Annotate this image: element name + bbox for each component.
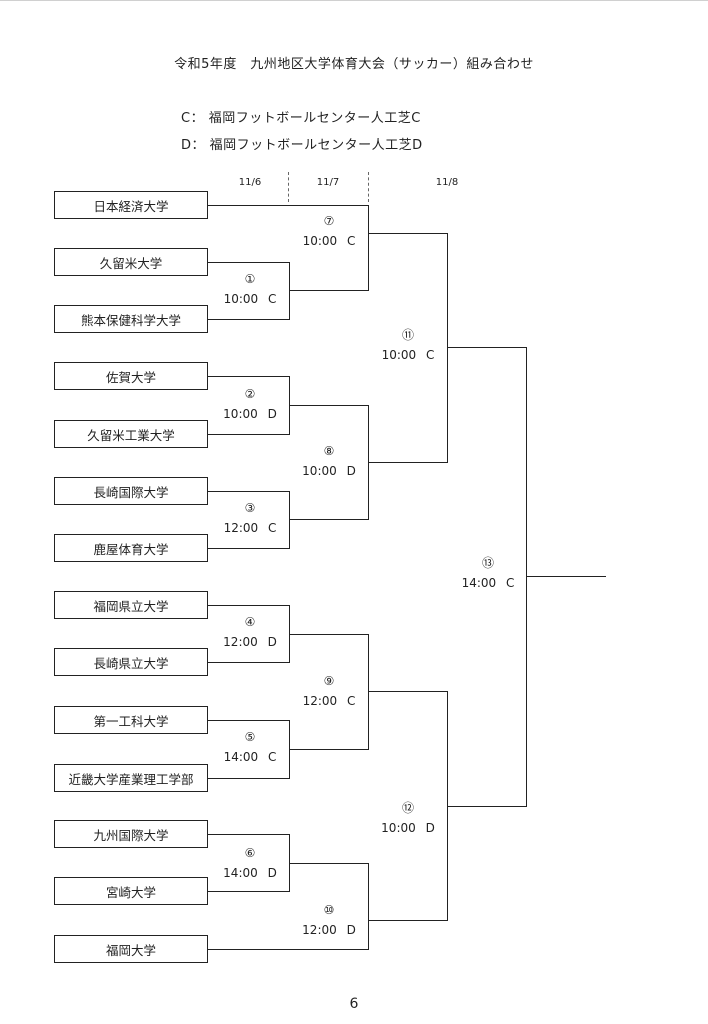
- match-label: ⑨ 12:00 C: [284, 671, 374, 711]
- match-time-venue: 10:00 D: [381, 821, 435, 835]
- bracket-line: [368, 920, 447, 922]
- bracket-line: [208, 434, 289, 436]
- match-label: ⑧ 10:00 D: [284, 441, 374, 481]
- bracket-line: [208, 605, 289, 607]
- team-box: 第一工科大学: [54, 706, 208, 734]
- bracket-line: [208, 778, 289, 780]
- date-day2: 11/7: [316, 177, 340, 188]
- bracket-line: [208, 262, 289, 264]
- venue-c-legend: C： 福岡フットボールセンター人工芝C: [181, 111, 421, 126]
- team-box: 福岡大学: [54, 935, 208, 963]
- match-time-venue: 10:00 D: [302, 464, 356, 478]
- team-box: 久留米大学: [54, 248, 208, 276]
- bracket-line: [289, 405, 368, 407]
- match-label: ⑩ 12:00 D: [284, 900, 374, 940]
- match-time-venue: 10:00 C: [381, 348, 435, 362]
- team-box: 福岡県立大学: [54, 591, 208, 619]
- match-time-venue: 10:00 C: [302, 234, 356, 248]
- bracket-line: [447, 806, 526, 808]
- date-day1: 11/6: [238, 177, 262, 188]
- match-time-venue: 12:00 D: [223, 635, 277, 649]
- venue-d-legend: D： 福岡フットボールセンター人工芝D: [181, 138, 423, 153]
- match-time-venue: 10:00 C: [223, 292, 277, 306]
- bracket-line: [289, 749, 368, 751]
- match-number: ⑬: [481, 556, 494, 570]
- team-box: 九州国際大学: [54, 820, 208, 848]
- match-label: ④ 12:00 D: [205, 612, 295, 652]
- bracket-line: [208, 548, 289, 550]
- team-box: 佐賀大学: [54, 362, 208, 390]
- bracket-line: [447, 347, 526, 349]
- match-time-venue: 12:00 C: [223, 521, 277, 535]
- bracket-line: [208, 491, 289, 493]
- bracket-line: [208, 319, 289, 321]
- match-number: ⑤: [244, 730, 256, 744]
- match-label: ⑦ 10:00 C: [284, 211, 374, 251]
- match-label: ③ 12:00 C: [205, 498, 295, 538]
- match-number: ⑦: [323, 214, 335, 228]
- bracket-line: [208, 205, 368, 207]
- match-number: ③: [244, 501, 256, 515]
- match-label-final: ⑬ 14:00 C: [443, 553, 533, 593]
- match-number: ⑫: [401, 801, 414, 815]
- bracket-line: [526, 576, 606, 578]
- team-box: 日本経済大学: [54, 191, 208, 219]
- match-label: ① 10:00 C: [205, 269, 295, 309]
- bracket-line: [289, 519, 368, 521]
- match-number: ②: [244, 387, 256, 401]
- team-box: 近畿大学産業理工学部: [54, 764, 208, 792]
- match-label: ⑤ 14:00 C: [205, 727, 295, 767]
- match-number: ⑥: [244, 846, 256, 860]
- match-label: ② 10:00 D: [205, 384, 295, 424]
- bracket-line: [208, 834, 289, 836]
- date-day3: 11/8: [435, 177, 459, 188]
- match-number: ⑪: [401, 328, 414, 342]
- match-time-venue: 14:00 D: [223, 866, 277, 880]
- bracket-line: [208, 720, 289, 722]
- team-box: 長崎県立大学: [54, 648, 208, 676]
- date-divider: [368, 172, 369, 202]
- bracket-line: [289, 634, 368, 636]
- match-number: ⑧: [323, 444, 335, 458]
- bracket-line: [368, 205, 370, 291]
- team-box: 鹿屋体育大学: [54, 534, 208, 562]
- top-border-line: [0, 0, 708, 1]
- team-box: 宮崎大学: [54, 877, 208, 905]
- bracket-line: [368, 863, 370, 950]
- match-number: ⑨: [323, 674, 335, 688]
- bracket-line: [289, 863, 368, 865]
- match-label: ⑥ 14:00 D: [205, 843, 295, 883]
- bracket-line: [208, 662, 289, 664]
- match-number: ④: [244, 615, 256, 629]
- match-number: ①: [244, 272, 256, 286]
- match-time-venue: 14:00 C: [223, 750, 277, 764]
- match-time-venue: 12:00 D: [302, 923, 356, 937]
- match-label: ⑪ 10:00 C: [363, 325, 453, 365]
- date-divider: [288, 172, 289, 202]
- match-label: ⑫ 10:00 D: [363, 798, 453, 838]
- match-time-venue: 12:00 C: [302, 694, 356, 708]
- bracket-line: [208, 891, 289, 893]
- team-box: 久留米工業大学: [54, 420, 208, 448]
- bracket-line: [208, 949, 368, 951]
- team-box: 熊本保健科学大学: [54, 305, 208, 333]
- bracket-line: [368, 462, 447, 464]
- match-time-venue: 10:00 D: [223, 407, 277, 421]
- bracket-line: [368, 233, 447, 235]
- match-time-venue: 14:00 C: [461, 576, 515, 590]
- page-number: 6: [349, 996, 359, 1012]
- page-title: 令和5年度 九州地区大学体育大会（サッカー）組み合わせ: [174, 57, 534, 72]
- team-box: 長崎国際大学: [54, 477, 208, 505]
- bracket-line: [208, 376, 289, 378]
- match-number: ⑩: [323, 903, 335, 917]
- bracket-line: [289, 290, 368, 292]
- bracket-line: [368, 691, 447, 693]
